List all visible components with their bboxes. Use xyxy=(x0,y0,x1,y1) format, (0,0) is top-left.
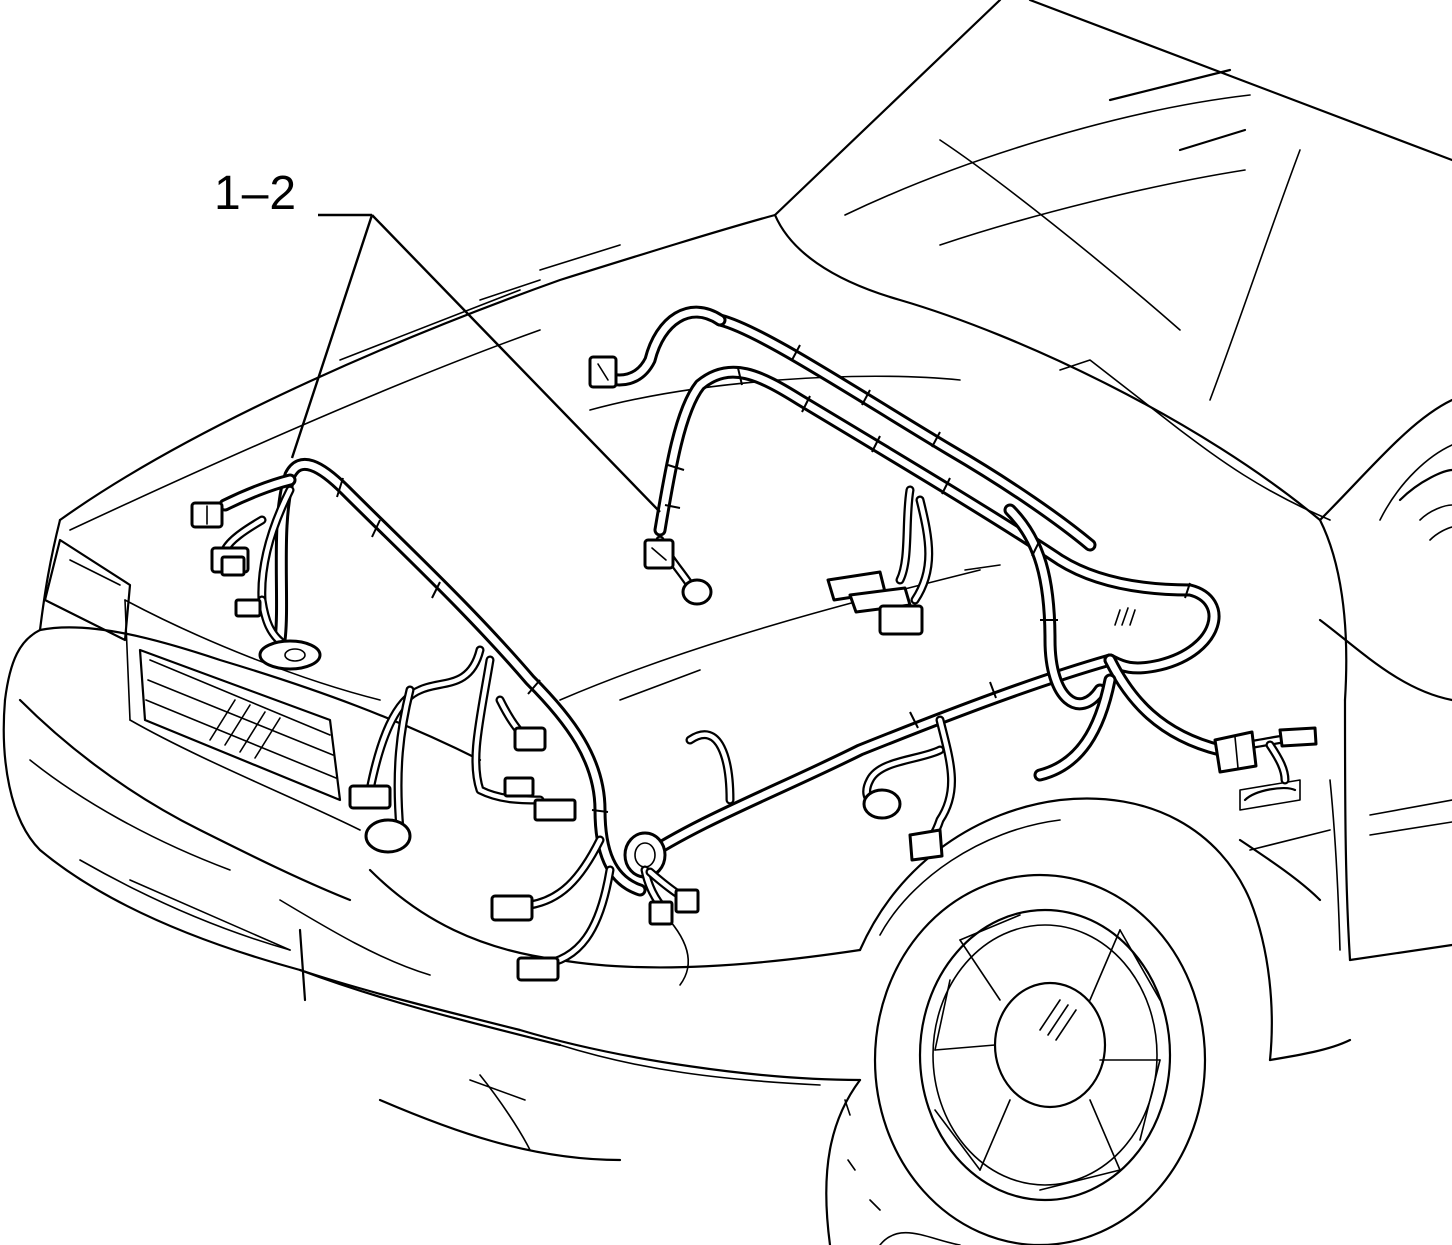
wiring-harness xyxy=(218,305,1295,970)
connector-icon xyxy=(643,538,675,570)
connector-icon xyxy=(1213,730,1258,774)
connector-icon xyxy=(364,818,412,854)
connector-icon xyxy=(588,355,618,389)
connector-icon xyxy=(908,828,944,862)
connector-icon xyxy=(516,956,560,982)
connector-icon xyxy=(826,570,924,636)
connector-icon xyxy=(1278,726,1318,748)
connector-icon xyxy=(348,784,392,810)
part-callout-label: 1–2 xyxy=(214,167,298,220)
wheel-icon xyxy=(844,873,1207,1245)
connector-icon xyxy=(490,894,534,922)
connector-icon xyxy=(862,788,902,820)
connectors xyxy=(190,355,1318,982)
connector-icon xyxy=(190,501,224,529)
connector-icon xyxy=(503,776,577,822)
callout-leader xyxy=(290,213,661,513)
connector-icon xyxy=(258,639,322,671)
connector-icon xyxy=(210,546,250,577)
connector-icon xyxy=(234,598,262,618)
tape-marks xyxy=(336,344,1191,813)
connector-icon xyxy=(681,578,713,606)
connector-icon xyxy=(513,726,547,752)
connector-icon xyxy=(648,888,700,926)
